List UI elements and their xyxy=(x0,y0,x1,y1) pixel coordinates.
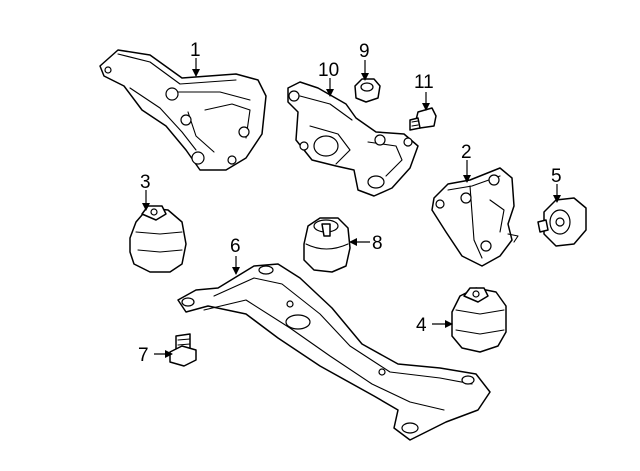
part-5-bushing[interactable] xyxy=(537,197,587,247)
callout-5: 5 xyxy=(551,166,562,187)
callout-6: 6 xyxy=(230,236,241,257)
part-9-nut[interactable] xyxy=(354,78,381,103)
part-3-engine-mount[interactable] xyxy=(129,205,187,273)
part-4-engine-mount[interactable] xyxy=(451,287,507,353)
part-11-bolt[interactable] xyxy=(409,107,437,131)
callout-1: 1 xyxy=(190,40,201,61)
callout-3: 3 xyxy=(140,172,151,193)
callout-labels: 1 2 3 4 5 6 7 8 9 10 11 xyxy=(138,40,562,366)
callout-leaders xyxy=(142,58,561,358)
callout-10: 10 xyxy=(318,60,339,81)
callout-11: 11 xyxy=(414,72,434,93)
callout-9: 9 xyxy=(359,41,370,62)
part-6-crossmember[interactable] xyxy=(177,263,491,441)
part-7-bolt[interactable] xyxy=(169,333,197,367)
part-1-engine-bracket[interactable] xyxy=(99,49,267,171)
callout-8: 8 xyxy=(372,233,383,254)
callout-7: 7 xyxy=(138,345,149,366)
part-10-transmission-bracket[interactable] xyxy=(287,81,419,197)
callout-2: 2 xyxy=(461,142,472,163)
part-8-rubber-mount[interactable] xyxy=(303,217,351,273)
part-2-mounting-bracket[interactable] xyxy=(431,167,519,267)
callout-4: 4 xyxy=(416,315,427,336)
